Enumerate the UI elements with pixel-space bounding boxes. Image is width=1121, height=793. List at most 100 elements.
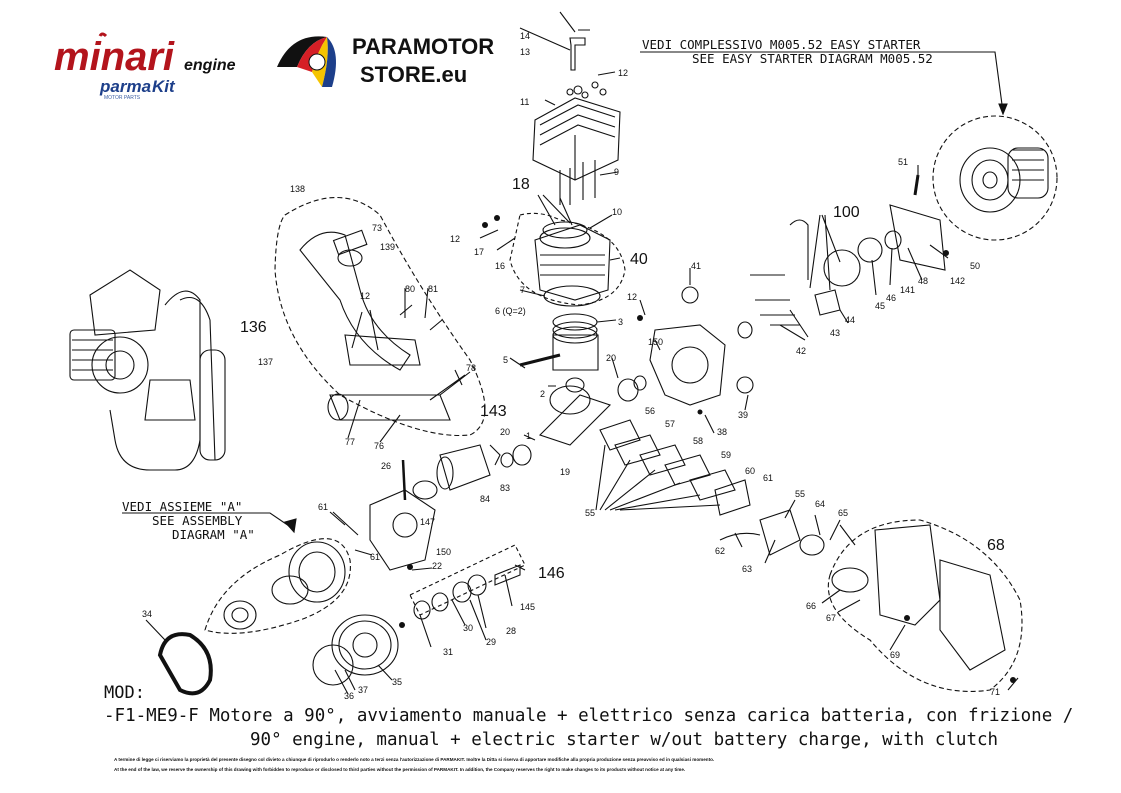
callout: 6 (Q=2) (495, 306, 526, 316)
cable-100 (789, 219, 809, 280)
callout: 61 (763, 473, 774, 483)
bushing-41 (681, 286, 699, 304)
starter-motor (436, 444, 491, 491)
reed-valve-stack (599, 419, 751, 516)
cylinder-head (532, 97, 621, 181)
callout: 48 (918, 276, 929, 286)
shaft-group-outline (409, 544, 526, 616)
bearing-right (617, 378, 639, 402)
bearing-left (512, 444, 532, 466)
callout: 12 (618, 68, 629, 78)
easy-starter-leader (640, 51, 1004, 113)
callout: 30 (463, 623, 474, 633)
piston-pin (519, 353, 561, 367)
cylinder-studs (559, 160, 596, 205)
callout: 13 (520, 47, 531, 57)
callout: 29 (486, 637, 497, 647)
gasket-147 (412, 480, 438, 500)
callout: 139 (380, 242, 396, 252)
callout: 7 (520, 285, 526, 295)
bendix-83 (489, 444, 501, 466)
assembly-note-en-1: SEE ASSEMBLY (152, 513, 243, 528)
bolts-42 (750, 274, 800, 326)
callout: 42 (796, 346, 807, 356)
callout: 147 (420, 517, 436, 527)
callout: 100 (833, 204, 860, 221)
callout: 34 (142, 609, 153, 619)
callout: 12 (360, 291, 371, 301)
model-label: MOD: (104, 683, 145, 703)
svg-text:minari: minari (54, 35, 175, 79)
assembly-note-it: VEDI ASSIEME "A" (122, 499, 243, 514)
callout: 61 (318, 502, 329, 512)
callout: 55 (795, 489, 806, 499)
callout: 20 (606, 353, 617, 363)
callout: 62 (715, 546, 726, 556)
clutch-assembly (223, 541, 346, 630)
callout: 17 (474, 247, 485, 257)
callout: 11 (520, 97, 530, 107)
spark-plug (569, 29, 590, 71)
pin-51 (913, 174, 920, 196)
callout: 10 (612, 207, 623, 217)
exhaust-pipe (299, 231, 451, 421)
legal-notice-italian: A termine di legge ci riserviamo la prop… (114, 757, 715, 762)
assembly-leader (122, 512, 293, 529)
callout: 43 (830, 328, 841, 338)
carburetor (759, 509, 825, 556)
drive-belt (157, 632, 213, 696)
easy-starter-note-it: VEDI COMPLESSIVO M005.52 EASY STARTER (642, 37, 921, 52)
callout: 59 (721, 450, 732, 460)
callout: 63 (742, 564, 753, 574)
piston (552, 326, 599, 371)
head-gasket (542, 221, 588, 239)
callout: 65 (838, 508, 849, 518)
callout: 83 (500, 483, 511, 493)
complete-engine-illustration (69, 269, 226, 471)
callout: 1 (526, 431, 532, 441)
svg-text:Kit: Kit (152, 77, 176, 96)
callout: 60 (745, 466, 756, 476)
callout: 61 (370, 552, 381, 562)
shaft-145 (494, 564, 521, 586)
callout: 136 (240, 319, 267, 336)
callout: 68 (987, 537, 1005, 554)
callout: 20 (500, 427, 511, 437)
bolt-26 (401, 459, 407, 501)
callout: 12 (450, 234, 461, 244)
cylinder (534, 224, 611, 301)
callout: 146 (538, 565, 565, 582)
callout: 50 (970, 261, 981, 271)
assembly-note-en-2: DIAGRAM "A" (172, 527, 255, 542)
callout: 9 (614, 167, 620, 177)
springs (399, 304, 443, 331)
throttle-cable (719, 532, 761, 541)
callout: 51 (898, 157, 909, 167)
callout: 80 (405, 284, 416, 294)
callout: 71 (990, 687, 1001, 697)
callout: 69 (890, 650, 901, 660)
callout: 14 (520, 31, 531, 41)
description-english: 90° engine, manual + electric starter w/… (250, 730, 999, 750)
crankcase-right (649, 324, 726, 406)
easy-starter-note: VEDI COMPLESSIVO M005.52 EASY STARTER SE… (640, 38, 933, 66)
callout: 57 (665, 419, 676, 429)
callout: 67 (826, 613, 837, 623)
callout: 142 (950, 276, 966, 286)
callout: 150 (436, 547, 452, 557)
callout: 143 (480, 403, 507, 420)
svg-text:MOTOR PARTS: MOTOR PARTS (104, 95, 141, 100)
airbox (831, 524, 1006, 671)
base-gasket (543, 285, 601, 307)
callout: 26 (381, 461, 392, 471)
legal-notice-english: At the end of the law, we reserve the ow… (114, 767, 686, 772)
callout: 76 (374, 441, 385, 451)
callout: 64 (815, 499, 826, 509)
callout: 19 (560, 467, 571, 477)
crankshaft (538, 377, 612, 446)
svg-text:engine: engine (184, 57, 236, 74)
easy-starter-note-en: SEE EASY STARTER DIAGRAM M005.52 (692, 51, 933, 66)
callout: 77 (345, 437, 356, 447)
callout: 3 (618, 317, 624, 327)
